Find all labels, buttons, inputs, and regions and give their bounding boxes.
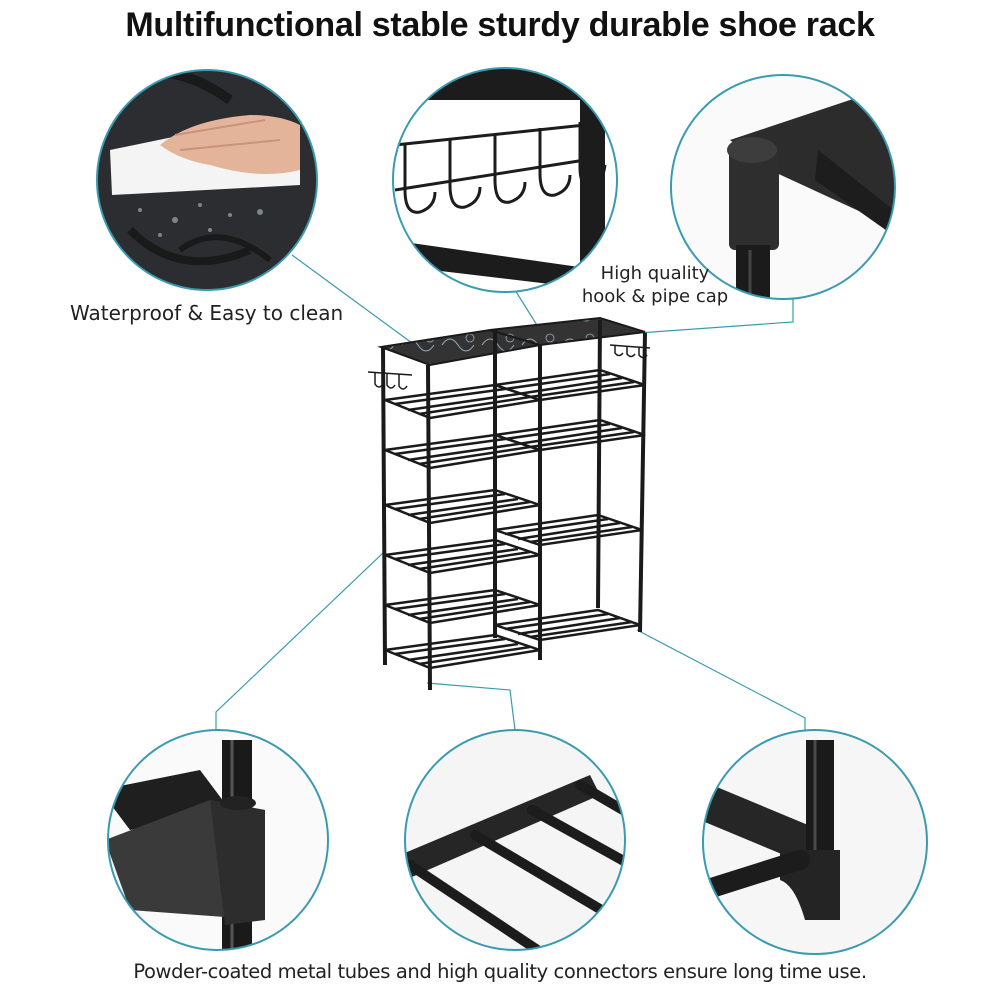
hook-callout: High quality hook & pipe cap [566, 262, 744, 308]
waterproof-callout: Waterproof & Easy to clean [70, 301, 344, 325]
waterproof-detail-circle [97, 70, 317, 290]
hook-callout-line2: hook & pipe cap [581, 286, 729, 307]
pipe-cap-detail-circle [671, 75, 895, 299]
page-title: Multifunctional stable sturdy durable sh… [125, 6, 875, 44]
foot-detail-circle [703, 730, 927, 954]
materials-caption: Powder-coated metal tubes and high quali… [133, 960, 867, 983]
hook-callout-line1: High quality [600, 263, 710, 284]
connector-detail-circle [108, 730, 328, 950]
connector-lines [215, 254, 806, 731]
shoe-rack-illustration [367, 316, 651, 691]
tubes-detail-circle [405, 730, 625, 950]
